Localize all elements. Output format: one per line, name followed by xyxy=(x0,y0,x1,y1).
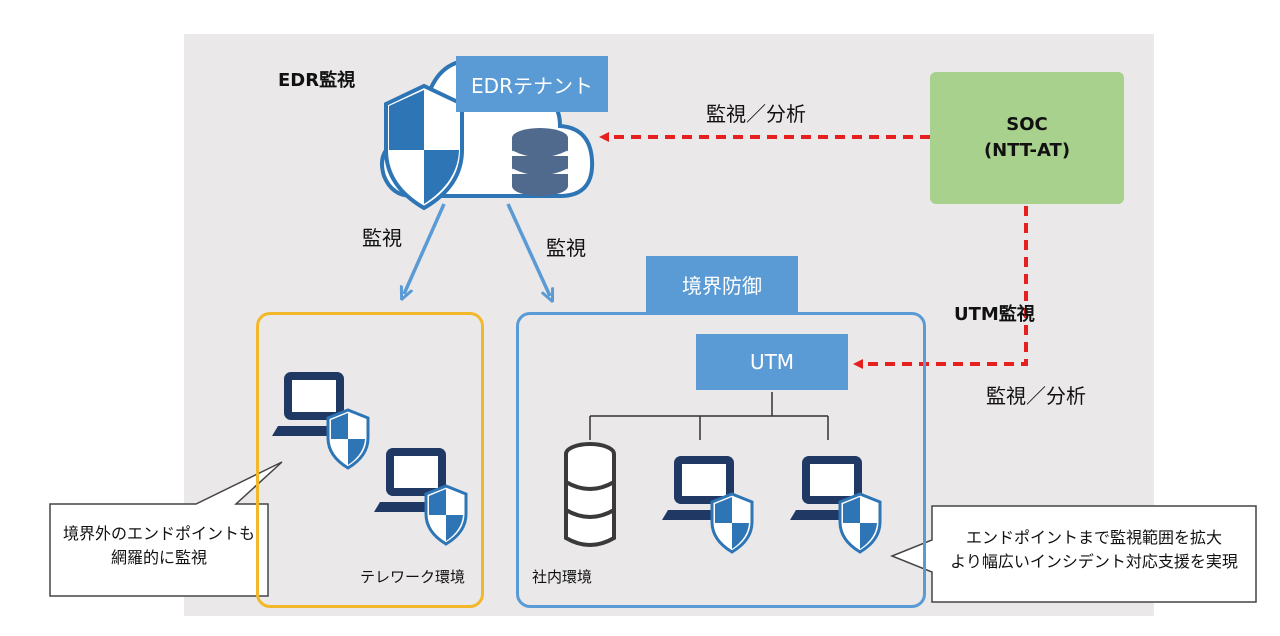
edr-to-telework-arrow xyxy=(404,203,446,294)
callout-right-line1: エンドポイントまで監視範囲を拡大 xyxy=(965,528,1222,547)
telework-env-label: テレワーク環境 xyxy=(360,568,466,586)
telework-frame xyxy=(256,312,484,608)
utm-box: UTM xyxy=(696,334,848,390)
soc-subtitle: (NTT-AT) xyxy=(983,140,1071,161)
utm-watch-label: UTM監視 xyxy=(954,304,1035,325)
soc-title: SOC xyxy=(1006,114,1048,135)
soc-to-utm-arrow xyxy=(853,206,1028,369)
edr-watch-label: EDR監視 xyxy=(278,70,356,91)
watch-left-label: 監視 xyxy=(362,226,402,250)
watch-analysis-bottom-label: 監視／分析 xyxy=(986,384,1086,408)
internal-env-label: 社内環境 xyxy=(532,568,593,586)
callout-left-bubble xyxy=(49,461,283,597)
utm-tree-lines xyxy=(589,392,829,440)
soc-box: SOC (NTT-AT) xyxy=(930,72,1124,204)
callout-right-line2: より幅広いインシデント対応支援を実現 xyxy=(950,552,1238,571)
callout-left-line1: 境界外のエンドポイントも xyxy=(62,524,255,543)
edr-tenant-box: EDRテナント xyxy=(456,56,608,112)
callout-left-line2: 網羅的に監視 xyxy=(110,548,207,567)
watch-analysis-top-label: 監視／分析 xyxy=(706,102,806,126)
cloud-database-icon xyxy=(511,128,569,196)
perimeter-defense-box: 境界防御 xyxy=(646,256,798,312)
edr-shield-icon xyxy=(384,83,464,211)
callout-right-text: エンドポイントまで監視範囲を拡大 より幅広いインシデント対応支援を実現 xyxy=(936,526,1252,574)
edr-to-internal-arrow xyxy=(506,203,550,296)
watch-right-label: 監視 xyxy=(546,236,586,260)
internal-frame xyxy=(516,312,926,608)
internal-database-icon xyxy=(564,442,616,547)
callout-left-text: 境界外のエンドポイントも 網羅的に監視 xyxy=(54,522,264,570)
